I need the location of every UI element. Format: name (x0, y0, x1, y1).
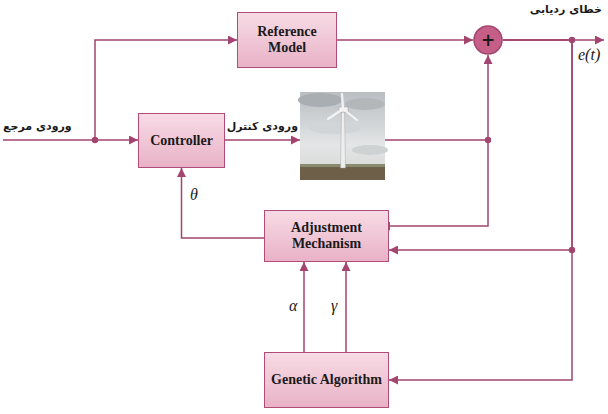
parameter-label: γ (331, 297, 337, 315)
junction-circle (474, 26, 502, 54)
signal-arrow (345, 262, 347, 352)
box-title: Adjustment Mechanism (265, 220, 388, 252)
plant-output-wire (385, 55, 488, 140)
signal-arrow (182, 168, 265, 238)
junction-dot (92, 137, 98, 143)
summing-junction: + (473, 25, 503, 55)
signal-name: ورودی کنترل (227, 120, 298, 133)
sum-sign: + (481, 31, 495, 49)
cloud (345, 98, 385, 110)
signal-name: e(t) (578, 46, 600, 64)
cloud (298, 93, 342, 107)
reference-input-wire (3, 139, 138, 141)
signal-arrow (303, 262, 305, 352)
cloud (352, 145, 388, 155)
signal-arrow (389, 40, 572, 250)
signal-name: ورودی مرجع (3, 120, 72, 133)
box-title: Reference Model (238, 24, 336, 56)
wind-turbine-photo (298, 92, 388, 180)
signal-arrow (389, 40, 572, 380)
tower (341, 112, 346, 168)
blade (342, 94, 343, 109)
blade (343, 109, 357, 120)
box-title: Controller (146, 133, 217, 149)
parameter-label: α (289, 297, 297, 315)
controller-box: Controller (138, 113, 225, 168)
signal-name: خطای ردیابی (530, 3, 602, 16)
adjustment-box: Adjustment Mechanism (264, 210, 389, 262)
plant-feedback-wire (381, 140, 488, 226)
box-title: Genetic Algorithm (267, 372, 386, 388)
blade (328, 109, 343, 119)
cloud (309, 122, 361, 134)
parameter-label: θ (190, 186, 198, 204)
reference-model-box: Reference Model (237, 12, 337, 68)
control-input-wire (225, 139, 300, 141)
genetic-algorithm-box: Genetic Algorithm (264, 352, 389, 408)
junction-dot (485, 137, 491, 143)
signal-arrow (337, 39, 473, 41)
